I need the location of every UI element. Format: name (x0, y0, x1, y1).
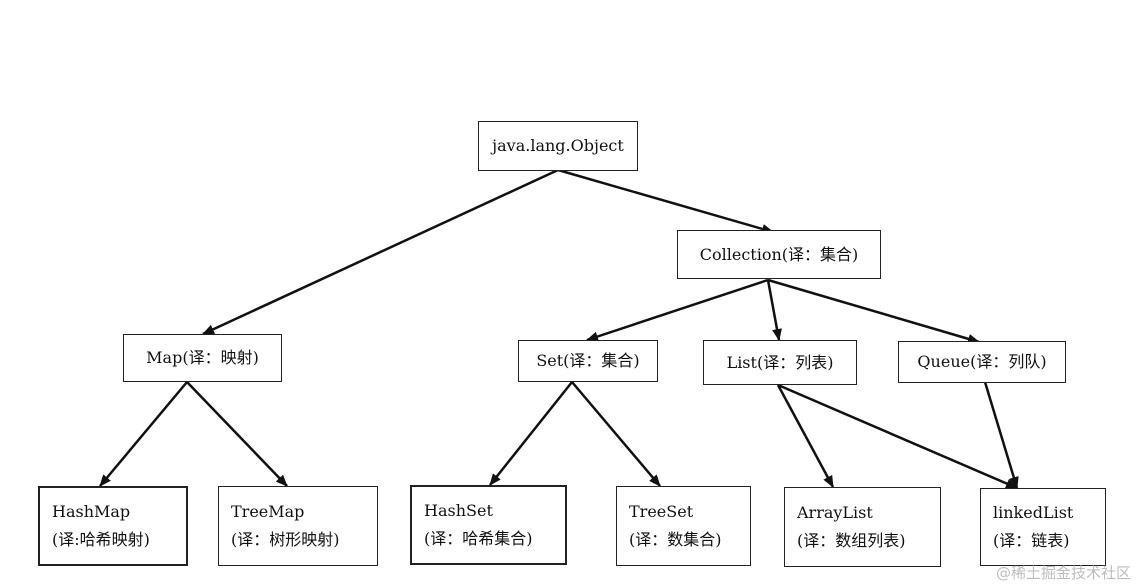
edge-list-arraylist (776, 384, 835, 488)
edge-collection-list (766, 279, 782, 341)
node-treeset: TreeSet (译：数集合) (616, 486, 751, 566)
edge-object-collection (557, 168, 774, 234)
node-label: ArrayList (797, 503, 873, 522)
node-translation: (译：数集合) (629, 530, 722, 549)
node-translation: (译:哈希映射) (52, 530, 150, 549)
node-label: Queue(译：列队) (917, 352, 1047, 371)
edge-object-map (202, 168, 559, 336)
edge-collection-queue (767, 278, 980, 344)
node-hashset: HashSet (译：哈希集合) (410, 485, 567, 565)
node-treemap: TreeMap (译：树形映射) (218, 486, 378, 566)
node-java-lang-object: java.lang.Object (478, 121, 638, 171)
node-arraylist: ArrayList (译：数组列表) (784, 487, 941, 567)
node-label: linkedList (993, 503, 1074, 522)
edge-list-linkedlist (777, 383, 1018, 490)
edge-map-hashmap (99, 381, 188, 487)
node-hashmap: HashMap (译:哈希映射) (38, 486, 188, 566)
node-label: TreeMap (231, 502, 305, 521)
node-translation: (译：数组列表) (797, 531, 906, 550)
node-label: List(译：列表) (726, 352, 834, 372)
node-list: List(译：列表) (703, 340, 857, 385)
edge-set-treeset (571, 381, 661, 487)
node-label: TreeSet (629, 502, 694, 521)
node-label: HashMap (52, 502, 131, 521)
node-label: java.lang.Object (492, 136, 624, 155)
node-label: Collection(译：集合) (699, 244, 859, 264)
node-label: Map(译：映射) (146, 348, 259, 367)
watermark-text: @稀土掘金技术社区 (995, 564, 1131, 582)
node-collection: Collection(译：集合) (677, 230, 881, 279)
node-translation: (译：树形映射) (231, 530, 340, 549)
node-map: Map(译：映射) (123, 334, 282, 382)
edge-queue-linkedlist (983, 381, 1019, 489)
node-queue: Queue(译：列队) (898, 341, 1066, 383)
node-translation: (译：哈希集合) (424, 529, 533, 548)
node-linkedlist: linkedList (译：链表) (980, 488, 1106, 566)
node-label: Set(译：集合) (536, 351, 640, 370)
node-set: Set(译：集合) (518, 340, 658, 382)
node-translation: (译：链表) (993, 531, 1070, 550)
node-label: HashSet (424, 501, 493, 520)
edge-set-hashset (489, 381, 573, 486)
edge-collection-set (586, 278, 769, 342)
edge-map-treemap (186, 381, 288, 487)
